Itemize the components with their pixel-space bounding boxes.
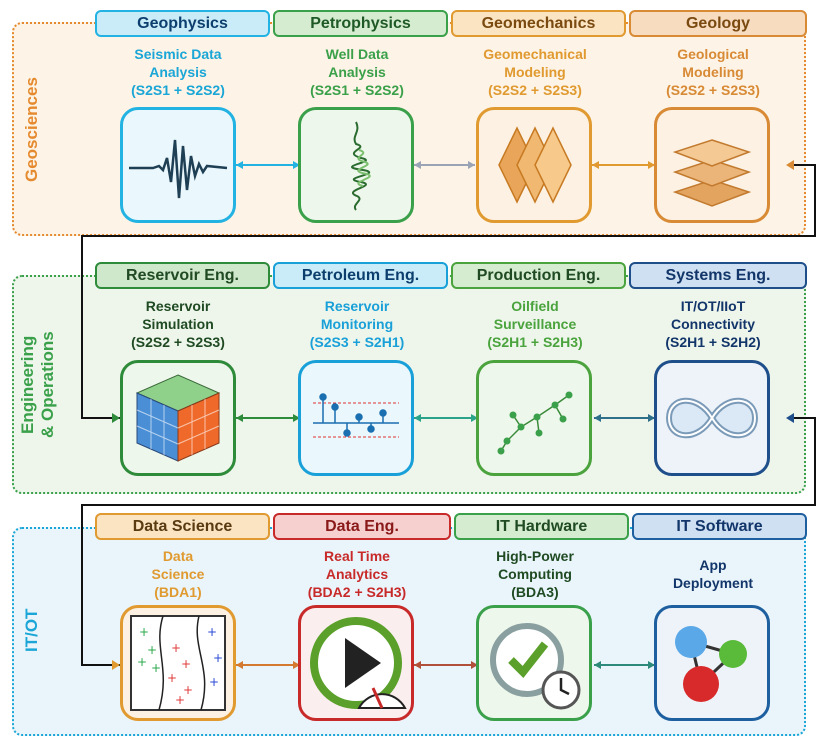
header-petroleum-eng: Petroleum Eng. xyxy=(273,262,448,289)
svg-text:+: + xyxy=(137,655,147,669)
svg-text:+: + xyxy=(213,651,223,665)
svg-text:+: + xyxy=(147,643,157,657)
svg-text:+: + xyxy=(209,675,219,689)
svg-text:+: + xyxy=(167,671,177,685)
header-geology: Geology xyxy=(629,10,807,37)
svg-text:+: + xyxy=(139,625,149,639)
grid-cube-icon xyxy=(120,360,236,476)
check-clock-icon xyxy=(476,605,592,721)
seismic-wave-icon xyxy=(120,107,236,223)
header-geomechanics: Geomechanics xyxy=(451,10,626,37)
svg-text:+: + xyxy=(181,657,191,671)
header-it-hardware: IT Hardware xyxy=(454,513,629,540)
control-chart-icon xyxy=(298,360,414,476)
header-reservoir-eng: Reservoir Eng. xyxy=(95,262,270,289)
devops-loop-icon xyxy=(654,360,770,476)
header-geophysics: Geophysics xyxy=(95,10,270,37)
svg-text:+: + xyxy=(171,641,181,655)
header-production-eng: Production Eng. xyxy=(451,262,626,289)
stacked-diamonds-icon xyxy=(476,107,592,223)
svg-text:+: + xyxy=(183,683,193,697)
network-graph-icon xyxy=(476,360,592,476)
geosciences-label: Geosciences xyxy=(22,77,41,183)
header-data-eng: Data Eng. xyxy=(273,513,451,540)
header-systems-eng: Systems Eng. xyxy=(629,262,807,289)
stacked-layers-icon xyxy=(654,107,770,223)
svg-text:+: + xyxy=(207,625,217,639)
scatter-clusters-icon: ++++ +++++ +++ xyxy=(120,605,236,721)
header-data-science: Data Science xyxy=(95,513,270,540)
header-petrophysics: Petrophysics xyxy=(273,10,448,37)
svg-text:+: + xyxy=(175,693,185,707)
itot-label: IT/OT xyxy=(22,608,41,652)
molecule-nodes-icon xyxy=(654,605,770,721)
well-log-icon xyxy=(298,107,414,223)
svg-text:+: + xyxy=(151,661,161,675)
engineering-label: Engineering & Operations xyxy=(18,331,57,439)
play-gauge-icon xyxy=(298,605,414,721)
header-it-software: IT Software xyxy=(632,513,807,540)
